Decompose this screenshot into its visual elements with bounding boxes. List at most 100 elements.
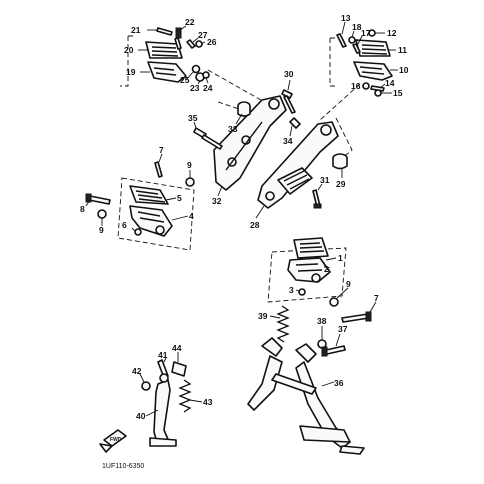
- callout-22: 22: [185, 17, 195, 27]
- footrest-rubber-20: [145, 41, 183, 59]
- bolt-8: [85, 193, 111, 205]
- callout-26: 26: [207, 37, 217, 47]
- leader-42: [139, 373, 145, 383]
- leader-33: [235, 113, 243, 125]
- leader-24: [205, 77, 209, 84]
- alignment-line-c: [335, 117, 353, 161]
- side-stand-bolt-41: [157, 359, 169, 383]
- bolt-31: [312, 189, 322, 209]
- leader-35: [193, 121, 197, 129]
- callout-31: 31: [320, 175, 330, 185]
- nut-15: [374, 89, 382, 97]
- leader-37: [335, 333, 341, 347]
- callout-5: 5: [177, 193, 182, 203]
- washer-9-right: [329, 297, 339, 307]
- callout-21: 21: [131, 25, 141, 35]
- collar-33: [237, 101, 251, 117]
- leader-25: [185, 70, 195, 81]
- leader-6: [131, 227, 136, 232]
- callout-38: 38: [317, 316, 327, 326]
- leader-23: [197, 80, 201, 85]
- leader-3: [295, 289, 300, 292]
- clip-44: [171, 361, 187, 377]
- leader-2: [323, 265, 331, 269]
- alignment-line-b: [319, 83, 361, 121]
- washer-9-bottom: [97, 209, 107, 219]
- spring-39: [269, 305, 290, 343]
- side-stand-40: [145, 379, 177, 447]
- bolt-30: [281, 89, 296, 114]
- callout-10: 10: [399, 65, 409, 75]
- callout-12: 12: [387, 28, 397, 38]
- callout-4: 4: [189, 211, 194, 221]
- leader-26: [200, 41, 206, 45]
- leader-13: [341, 21, 346, 35]
- callout-27: 27: [198, 30, 208, 40]
- leader-5: [165, 197, 177, 201]
- callout-20: 20: [124, 45, 134, 55]
- callout-24: 24: [203, 83, 213, 93]
- bolt-7: [154, 161, 163, 178]
- callout-13: 13: [341, 13, 351, 23]
- leader-41: [163, 357, 167, 363]
- callout-37: 37: [338, 324, 348, 334]
- front-footrest-left-assembly: [85, 153, 195, 251]
- washer-24: [202, 71, 210, 79]
- callout-16: 16: [351, 81, 361, 91]
- callout-1: 1: [338, 253, 343, 263]
- bolt-7-right: [341, 311, 372, 323]
- callout-39: 39: [258, 311, 268, 321]
- callout-28: 28: [250, 220, 260, 230]
- callout-7: 7: [159, 145, 164, 155]
- dashed-box-left: [117, 177, 195, 251]
- leader-7: [158, 153, 163, 163]
- callout-labels: 21 22 27 26 20 19 25 23 24 13 18 17 12 1…: [80, 13, 409, 421]
- callout-25: 25: [180, 75, 190, 85]
- alignment-line-d: [217, 101, 243, 111]
- main-stand-36: [247, 337, 365, 455]
- callout-34: 34: [283, 136, 293, 146]
- alignment-line-a: [207, 69, 269, 105]
- leader-18: [351, 30, 355, 38]
- rear-footrest-left-assembly: [120, 25, 210, 87]
- forward-arrow-icon: FWD: [99, 429, 127, 453]
- callout-6: 6: [122, 220, 127, 230]
- washer-6: [134, 228, 142, 236]
- bolt-14: [370, 85, 385, 92]
- leader-9c: [336, 287, 349, 299]
- pin-27: [186, 39, 196, 49]
- leader-14: [379, 83, 386, 89]
- callout-29: 29: [336, 179, 346, 189]
- leader-43: [189, 399, 203, 403]
- leader-8: [85, 199, 91, 207]
- callout-36: 36: [334, 378, 344, 388]
- leader-31: [317, 183, 323, 191]
- callout-2: 2: [324, 264, 329, 274]
- washer-25: [191, 64, 201, 74]
- callout-40: 40: [136, 411, 146, 421]
- washer-3: [298, 288, 306, 296]
- leader-22: [179, 25, 187, 31]
- diagram-code: 1UF110-6350: [102, 463, 144, 470]
- callout-7-right: 7: [374, 293, 379, 303]
- clip-18: [348, 36, 356, 44]
- footrest-bracket-19: [147, 61, 187, 83]
- leader-34: [289, 125, 293, 137]
- leader-4: [171, 215, 189, 221]
- leader-30: [287, 79, 291, 91]
- callout-42: 42: [132, 366, 142, 376]
- callout-23: 23: [190, 83, 200, 93]
- bolt-37: [321, 345, 346, 357]
- callout-32: 32: [212, 196, 222, 206]
- callout-11: 11: [398, 45, 407, 55]
- pin-13: [336, 33, 347, 48]
- footrest-bracket-4: [129, 205, 173, 237]
- footrest-bracket-32: [213, 95, 287, 191]
- callout-9-right: 9: [346, 279, 351, 289]
- callout-44: 44: [172, 343, 182, 353]
- footrest-rubber-11: [355, 39, 391, 57]
- callout-43: 43: [203, 397, 213, 407]
- callout-17: 17: [361, 28, 371, 38]
- callout-15: 15: [393, 88, 403, 98]
